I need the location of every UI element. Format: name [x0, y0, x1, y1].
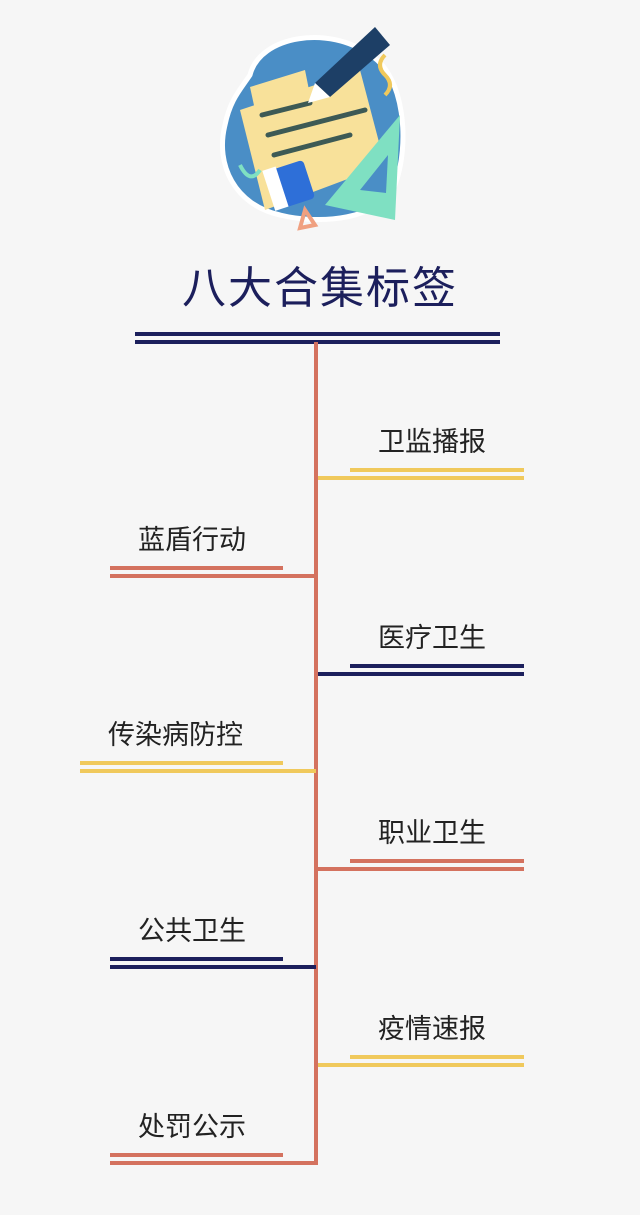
branch-label[interactable]: 公共卫生 — [138, 916, 246, 947]
branch-label[interactable]: 卫监播报 — [378, 427, 486, 458]
branch-line-top — [350, 468, 524, 472]
notebook-pencil-ruler-icon — [219, 27, 406, 231]
branch-line-top — [110, 565, 283, 570]
branch-line-bottom — [318, 867, 524, 872]
branch-line-top — [110, 957, 283, 961]
title-underline-top — [135, 332, 500, 336]
branch-line-top — [350, 859, 524, 864]
branch-line-bottom — [110, 1160, 316, 1165]
branch-line-top — [80, 761, 283, 766]
branch-line-top — [110, 1152, 283, 1157]
branch-line-bottom — [318, 476, 524, 480]
branch-label[interactable]: 职业卫生 — [378, 818, 486, 850]
page-title: 八大合集标签 — [182, 263, 458, 314]
timeline-trunk — [314, 342, 318, 1165]
branch-line-bottom — [318, 1062, 524, 1067]
branch-line-top — [350, 663, 524, 668]
branch-label[interactable]: 蓝盾行动 — [138, 524, 246, 556]
branch-line-bottom — [110, 965, 316, 969]
branch-label[interactable]: 医疗卫生 — [378, 622, 486, 654]
branch-label[interactable]: 传染病防控 — [108, 720, 243, 752]
header-illustration — [210, 15, 410, 235]
branch-label[interactable]: 疫情速报 — [378, 1013, 486, 1045]
branch-line-bottom — [318, 671, 524, 676]
branch-label[interactable]: 处罚公示 — [138, 1111, 246, 1143]
branch-line-bottom — [110, 573, 316, 578]
branch-line-bottom — [80, 769, 316, 774]
branch-line-top — [350, 1054, 524, 1059]
